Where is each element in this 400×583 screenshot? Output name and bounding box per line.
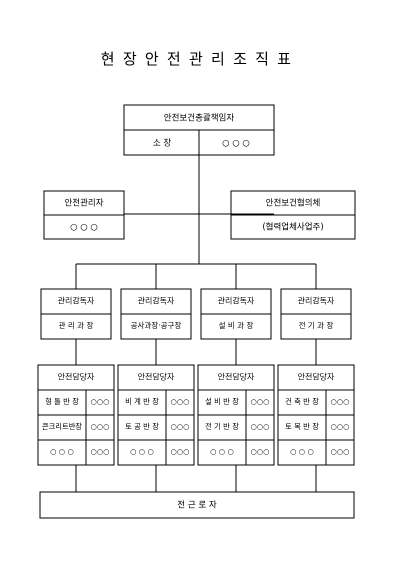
page-title: 현장안전관리조직표 [100, 50, 300, 68]
manager-role: 전 기 반 장 [205, 422, 239, 431]
manager-role: ○ ○ ○ [130, 447, 154, 456]
right-box-name: (협력업체사업주) [262, 222, 323, 233]
left-box-label: 안전관리자 [64, 198, 103, 209]
manager-label: 안전담당자 [218, 372, 255, 382]
manager-name: ○○○ [330, 447, 349, 456]
manager-role: 토 공 반 장 [125, 422, 159, 431]
manager-role: 비 계 반 장 [125, 397, 159, 406]
manager-label: 안전담당자 [138, 372, 175, 382]
manager-role: ○ ○ ○ [210, 447, 234, 456]
manager-name: ○○○ [250, 397, 269, 406]
manager-name: ○○○ [170, 397, 189, 406]
supervisor-dept: 공사과장·공구장 [131, 320, 182, 330]
bottom-box-label: 전 근 로 자 [177, 500, 217, 511]
manager-role: ○ ○ ○ [290, 447, 314, 456]
manager-name: ○○○ [90, 422, 109, 431]
manager-name: ○○○ [90, 447, 109, 456]
top-box-name: ○ ○ ○ [222, 139, 250, 149]
manager-role: 건 축 반 장 [285, 397, 319, 406]
top-box-label: 안전보건총괄책임자 [164, 113, 235, 124]
manager-label: 안전담당자 [58, 372, 95, 382]
manager-name: ○○○ [250, 447, 269, 456]
manager-role: 설 비 반 장 [205, 397, 239, 406]
top-box-role: 소 장 [153, 138, 172, 149]
bottom-box [39, 491, 355, 519]
manager-role: 콘크리트반장 [42, 422, 83, 431]
manager-name: ○○○ [250, 422, 269, 431]
manager-name: ○○○ [330, 422, 349, 431]
manager-role: 토 목 반 장 [285, 422, 319, 431]
manager-name: ○○○ [170, 422, 189, 431]
manager-label: 안전담당자 [298, 372, 335, 382]
manager-role: 형 틀 반 장 [45, 397, 79, 406]
supervisor-dept: 관 리 과 장 [59, 320, 94, 330]
manager-name: ○○○ [90, 397, 109, 406]
right-box-label: 안전보건협의체 [266, 198, 321, 209]
manager-role: ○ ○ ○ [50, 447, 74, 456]
supervisor-label: 관리감독자 [138, 296, 175, 306]
supervisor-label: 관리감독자 [298, 296, 335, 306]
manager-name: ○○○ [330, 397, 349, 406]
supervisor-dept: 설 비 과 장 [219, 320, 254, 330]
manager-name: ○○○ [170, 447, 189, 456]
supervisor-label: 관리감독자 [218, 296, 255, 306]
supervisor-dept: 전 기 과 장 [299, 320, 334, 330]
supervisor-label: 관리감독자 [58, 296, 95, 306]
left-box-name: ○ ○ ○ [70, 223, 98, 233]
